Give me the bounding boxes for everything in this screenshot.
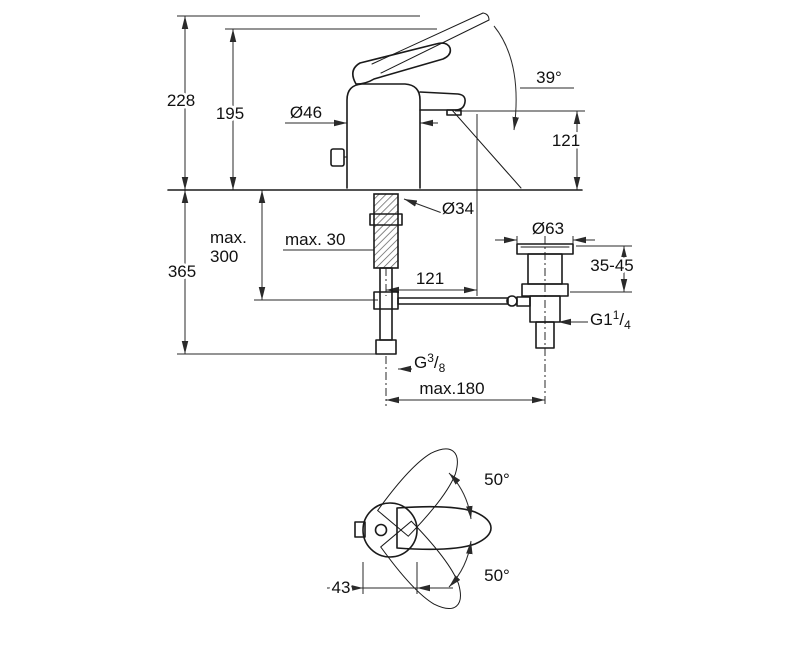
dim-height-to-lever: 195 (216, 104, 244, 123)
dim-swivel-angle-up: 50° (484, 470, 510, 489)
dim-stream-angle: 39° (536, 68, 562, 87)
faucet-spout (419, 91, 466, 111)
rod-clamp (373, 291, 399, 310)
dim-handle-width: 43 (332, 578, 351, 597)
pop-up-rod (397, 297, 509, 305)
faucet-side-view (167, 12, 583, 355)
mounting-nut (369, 213, 403, 226)
dim-swivel-angle-down: 50° (484, 566, 510, 585)
dim-max-deck-thickness: max. 30 (285, 230, 345, 249)
plan-view-labels: 50° 50° 43 (329, 468, 512, 600)
lever-swivel-up-outline (376, 437, 471, 538)
waste-assembly (516, 243, 574, 349)
dim-max-center-distance: max.180 (419, 379, 484, 398)
handle-cap (362, 502, 418, 558)
rod-pivot-link (516, 296, 531, 307)
rod-pivot-ball (506, 295, 518, 307)
dim-waste-flange-diameter: Ø63 (532, 219, 564, 238)
threaded-shank (373, 193, 399, 269)
dim-spout-height: 121 (552, 131, 580, 150)
swivel-arc-up (448, 472, 473, 520)
swivel-arc-down (448, 540, 473, 588)
dim-overall-height: 228 (167, 91, 195, 110)
dim-waste-thread: G11/4 (590, 308, 631, 332)
handle-nub (354, 521, 366, 538)
handle-cap-screw (374, 523, 388, 537)
dim-spout-projection: 121 (416, 269, 444, 288)
lever-handle (352, 42, 452, 85)
faucet-body (346, 83, 421, 189)
side-view-dimension-lines (177, 15, 632, 406)
aerator (446, 109, 462, 116)
water-stream-line (451, 109, 522, 189)
dim-supply-thread: G3/8 (414, 351, 446, 375)
dim-waste-adjust-range: 35-45 (590, 256, 633, 275)
supply-tube (379, 267, 393, 341)
dim-body-diameter: Ø46 (290, 103, 322, 122)
dim-max-rod-depth-line1: max. (210, 228, 247, 247)
dim-max-rod-depth-line2: 300 (210, 247, 238, 266)
supply-fitting (375, 339, 397, 355)
pull-rod-knob (330, 148, 345, 167)
side-view-labels: 228 195 Ø46 39° 121 Ø34 max. 300 max. 30… (164, 66, 636, 401)
dim-install-depth: 365 (168, 262, 196, 281)
waste-tailpipe (535, 321, 555, 349)
lever-swivel-down-outline (379, 519, 474, 621)
dim-shank-diameter: Ø34 (442, 199, 474, 218)
lever-raised-outline (371, 12, 490, 74)
handle-plan-view (327, 437, 492, 621)
